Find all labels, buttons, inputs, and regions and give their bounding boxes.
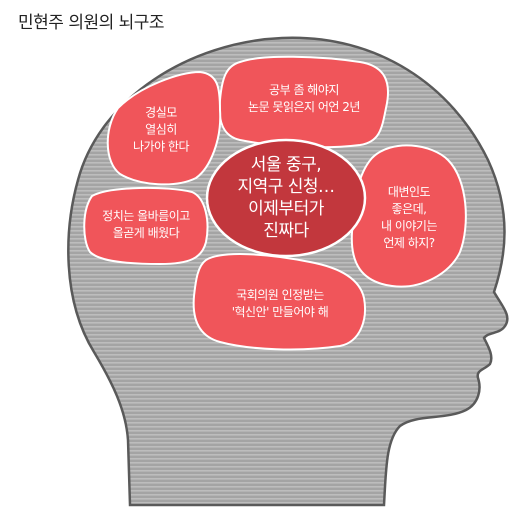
region-label-left: 정치는 올바름이고 올곧게 배웠다 bbox=[102, 209, 190, 240]
region-label-bottom: 국회의원 인정받는 '혁신안' 만들어야 해 bbox=[231, 288, 329, 319]
page-title: 민현주 의원의 뇌구조 bbox=[18, 13, 165, 33]
region-bottom bbox=[192, 253, 366, 351]
region-center bbox=[205, 138, 367, 258]
region-label-center: 서울 중구, 지역구 신청… 이제부터가 진짜다 bbox=[237, 155, 335, 241]
region-right bbox=[350, 144, 467, 288]
region-top-left bbox=[106, 70, 222, 186]
region-label-top-left: 경실모 열심히 나가야 한다 bbox=[132, 105, 190, 154]
region-left bbox=[83, 186, 209, 266]
region-label-right: 대변인도 좋은데, 내 이야기는 언제 하지? bbox=[380, 185, 438, 250]
region-label-top-right: 공부 좀 해야지 논문 못읽은지 어언 2년 bbox=[248, 83, 360, 114]
